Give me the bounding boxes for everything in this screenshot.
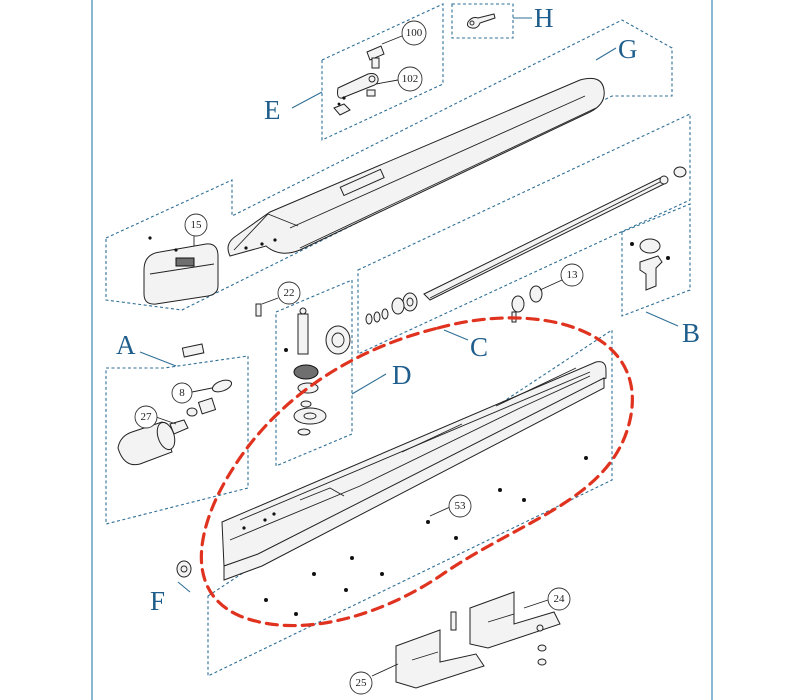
callout-15: 15 bbox=[184, 213, 208, 246]
callout-24: 24 bbox=[523, 587, 571, 611]
section-label-f: F bbox=[150, 586, 165, 616]
callout-13: 13 bbox=[539, 263, 584, 291]
callout-15-label: 15 bbox=[191, 219, 203, 231]
section-label-h: H bbox=[534, 3, 554, 33]
upper-cover bbox=[227, 77, 605, 257]
group-b: B bbox=[621, 203, 700, 348]
callout-22: 22 bbox=[255, 281, 301, 317]
rear-bracket bbox=[450, 591, 561, 666]
callout-53-label: 53 bbox=[455, 500, 467, 512]
housing-screws bbox=[264, 456, 588, 616]
mounting-brackets: 24 25 bbox=[349, 587, 571, 695]
callout-102-label: 102 bbox=[402, 73, 419, 85]
callout-8-label: 8 bbox=[179, 387, 185, 399]
callout-25: 25 bbox=[349, 663, 399, 695]
group-d: 22 D bbox=[255, 279, 412, 467]
section-label-g: G bbox=[618, 34, 638, 64]
front-bracket bbox=[395, 629, 485, 689]
callout-25-label: 25 bbox=[356, 677, 368, 689]
bearing-set bbox=[365, 285, 543, 325]
callout-27-label: 27 bbox=[141, 411, 153, 423]
section-label-a: A bbox=[116, 330, 136, 360]
group-h: H bbox=[451, 3, 554, 39]
section-label-c: C bbox=[470, 332, 488, 362]
key-part bbox=[467, 13, 496, 29]
main-housing bbox=[221, 361, 607, 581]
group-f: 53 F bbox=[150, 328, 613, 677]
section-label-e: E bbox=[264, 95, 281, 125]
callout-100-label: 100 bbox=[406, 27, 423, 39]
callout-13-label: 13 bbox=[567, 269, 579, 281]
callout-27: 27 bbox=[134, 405, 177, 429]
callout-100: 100 bbox=[381, 20, 427, 46]
bracket-parts-b bbox=[630, 238, 670, 291]
callout-8: 8 bbox=[171, 382, 213, 404]
group-g: 15 G bbox=[105, 19, 673, 311]
group-a: 8 27 A bbox=[105, 330, 249, 525]
callout-24-label: 24 bbox=[554, 593, 566, 605]
lead-screw bbox=[423, 166, 687, 301]
section-label-d: D bbox=[392, 360, 412, 390]
motor-parts bbox=[117, 343, 233, 466]
group-c: 13 C bbox=[357, 113, 691, 362]
highlight-outline bbox=[199, 316, 634, 628]
callout-22-label: 22 bbox=[284, 287, 295, 299]
group-e: 100 102 E bbox=[264, 3, 444, 141]
section-label-b: B bbox=[682, 318, 700, 348]
callout-53: 53 bbox=[429, 494, 472, 518]
motor-cover bbox=[143, 231, 219, 305]
gear-assembly bbox=[284, 307, 351, 436]
callout-102: 102 bbox=[375, 66, 423, 92]
page-frame bbox=[91, 0, 713, 700]
end-cap-part bbox=[176, 560, 192, 578]
release-key-parts bbox=[333, 45, 385, 116]
